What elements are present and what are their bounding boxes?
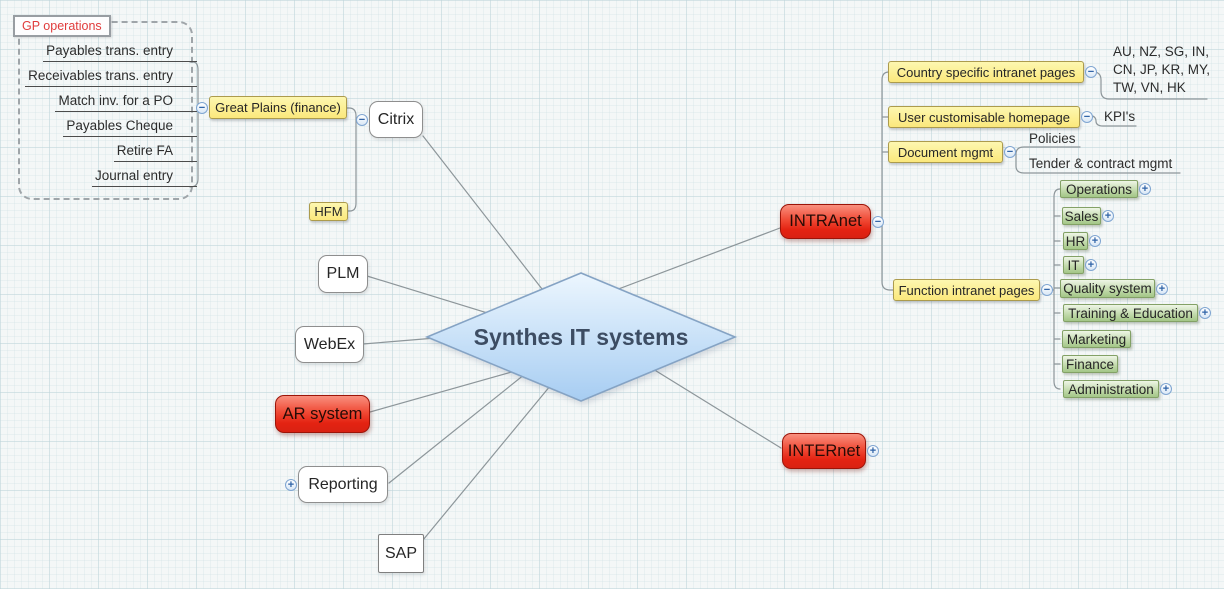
topic-reporting[interactable]: Reporting + [285,466,388,503]
administration-label: Administration [1068,381,1154,397]
central-topic-diamond[interactable] [424,270,738,404]
country-list-line1: AU, NZ, SG, IN, [1113,44,1210,59]
reporting-label: Reporting [308,475,378,493]
topic-ar-system[interactable]: AR system [275,395,370,433]
user-homepage-label: User customisable homepage [898,109,1070,125]
topic-tender-contract-mgmt[interactable]: Tender & contract mgmt [1029,156,1173,171]
collapse-icon[interactable]: − [1081,111,1093,123]
bracket-citrix-children [346,107,357,212]
topic-sales[interactable]: Sales + [1062,207,1114,225]
central-topic-title[interactable]: Synthes IT systems [473,323,689,350]
expand-icon[interactable]: + [867,445,879,457]
topic-hr[interactable]: HR + [1063,232,1101,250]
it-label: IT [1067,257,1080,273]
collapse-icon[interactable]: − [872,215,884,228]
topic-plm[interactable]: PLM [318,255,368,293]
topic-retire-fa[interactable]: Retire FA [113,143,197,162]
expand-icon[interactable]: + [1160,383,1172,395]
line-sap [422,373,561,541]
collapse-icon[interactable]: − [1041,284,1053,296]
quality-system-label: Quality system [1063,281,1152,296]
great-plains-label: Great Plains (finance) [215,100,341,115]
expand-icon[interactable]: + [1199,307,1211,319]
internet-label: INTERnet [787,441,861,460]
intranet-label: INTRAnet [789,212,862,230]
topic-citrix[interactable]: Citrix − [356,101,423,138]
topic-intranet[interactable]: INTRAnet − [780,204,884,239]
collapse-icon[interactable]: − [356,113,368,126]
topic-country-list[interactable]: AU, NZ, SG, IN, CN, JP, KR, MY, TW, VN, … [1110,43,1213,97]
topic-function-pages[interactable]: Function intranet pages − [893,279,1053,301]
topic-quality-system[interactable]: Quality system + [1060,279,1168,298]
training-education-label: Training & Education [1068,305,1193,321]
topic-payables-trans-entry[interactable]: Payables trans. entry [43,43,197,62]
topic-marketing[interactable]: Marketing [1062,330,1131,348]
hr-label: HR [1065,233,1086,249]
document-mgmt-label: Document mgmt [897,144,994,160]
operations-label: Operations [1065,181,1133,197]
country-pages-label: Country specific intranet pages [896,64,1076,80]
country-list-line2: CN, JP, KR, MY, [1113,62,1211,77]
function-pages-label: Function intranet pages [898,282,1035,298]
topic-policies[interactable]: Policies [1029,131,1076,146]
line-reporting [388,361,541,484]
topic-training-education[interactable]: Training & Education + [1063,304,1211,322]
country-list-line3: TW, VN, HK [1113,80,1186,95]
topic-operations[interactable]: Operations + [1060,180,1151,198]
hfm-label: HFM [314,204,343,219]
topic-match-inv-for-po[interactable]: Match inv. for a PO [55,93,197,112]
line-internet [639,360,782,449]
citrix-label: Citrix [377,110,415,128]
topic-internet[interactable]: INTERnet + [782,433,879,469]
underline-countries [1094,71,1208,100]
plm-label: PLM [326,265,360,282]
topic-journal-entry[interactable]: Journal entry [91,168,197,187]
topic-webex[interactable]: WebEx [295,326,364,363]
sap-label: SAP [384,544,417,562]
topic-country-pages[interactable]: Country specific intranet pages − [888,61,1097,83]
expand-icon[interactable]: + [1102,210,1114,222]
topic-payables-cheque[interactable]: Payables Cheque [63,118,197,137]
expand-icon[interactable]: + [1085,259,1097,271]
topic-kpis[interactable]: KPI's [1104,109,1136,124]
sales-label: Sales [1064,208,1099,224]
expand-icon[interactable]: + [1089,235,1101,247]
topic-sap[interactable]: SAP [378,534,424,573]
finance-label: Finance [1065,356,1115,372]
expand-icon[interactable]: + [1156,282,1168,295]
topic-finance[interactable]: Finance [1062,355,1118,373]
bracket-intranet-children [877,71,895,291]
marketing-label: Marketing [1066,331,1127,347]
collapse-icon[interactable]: − [1085,66,1097,78]
topic-receivables-trans-entry[interactable]: Receivables trans. entry [25,68,197,87]
collapse-icon[interactable]: − [1004,146,1016,158]
topic-administration[interactable]: Administration + [1063,380,1172,398]
topic-hfm[interactable]: HFM [309,202,348,221]
webex-label: WebEx [303,335,356,353]
collapse-icon[interactable]: − [196,101,208,114]
topic-great-plains[interactable]: Great Plains (finance) − [196,96,347,119]
line-intranet [599,227,781,297]
gp-operations-label[interactable]: GP operations [13,15,111,37]
topic-user-homepage[interactable]: User customisable homepage − [888,106,1093,128]
topic-it[interactable]: IT + [1063,256,1097,274]
expand-icon[interactable]: + [285,478,297,491]
topic-document-mgmt[interactable]: Document mgmt − [888,141,1016,163]
expand-icon[interactable]: + [1139,183,1151,195]
ar-system-label: AR system [282,404,363,423]
